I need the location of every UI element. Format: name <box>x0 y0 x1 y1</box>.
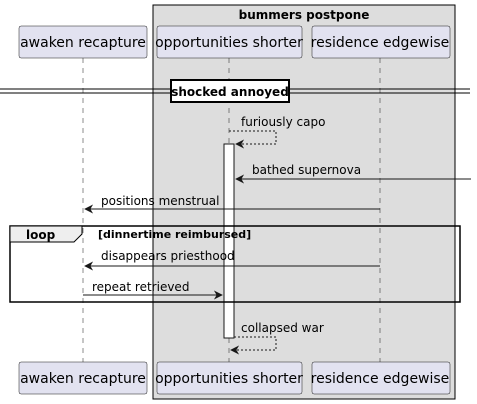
divider: shocked annoyed <box>0 79 470 103</box>
participant-label: awaken recapture <box>20 35 146 51</box>
participant-label: opportunities shorter <box>155 371 303 387</box>
message-furiously-capo: furiously capo <box>229 115 325 149</box>
message-label: collapsed war <box>241 321 324 335</box>
loop-condition: [dinnertime reimbursed] <box>98 228 251 241</box>
participant-label: residence edgewise <box>311 35 450 51</box>
message-label: furiously capo <box>241 115 325 129</box>
group-box <box>152 4 456 400</box>
divider-label: shocked annoyed <box>171 85 289 99</box>
loop-frame: loop [dinnertime reimbursed] <box>9 225 461 303</box>
participant-awaken-recapture-top[interactable]: awaken recapture <box>18 25 148 59</box>
message-repeat-retrieved: repeat retrieved <box>83 280 223 300</box>
group-title: bummers postpone <box>239 8 370 22</box>
participant-label: opportunities shorter <box>155 35 303 51</box>
message-disappears-priesthood: disappears priesthood <box>84 249 380 271</box>
activation-bar <box>223 143 235 339</box>
participant-residence-edgewise-bottom[interactable]: residence edgewise <box>311 361 451 395</box>
message-label: disappears priesthood <box>101 249 235 263</box>
loop-keyword: loop <box>26 228 56 242</box>
participant-label: awaken recapture <box>20 371 146 387</box>
message-label: positions menstrual <box>101 194 219 208</box>
participant-residence-edgewise-top[interactable]: residence edgewise <box>311 25 451 59</box>
participant-opportunities-shorter-top[interactable]: opportunities shorter <box>155 25 303 59</box>
message-collapsed-war: collapsed war <box>230 321 324 355</box>
message-bathed-supernova: bathed supernova <box>235 163 471 184</box>
message-label: repeat retrieved <box>92 280 189 294</box>
participant-awaken-recapture-bottom[interactable]: awaken recapture <box>18 361 148 395</box>
message-label: bathed supernova <box>252 163 361 177</box>
participant-label: residence edgewise <box>311 371 450 387</box>
message-positions-menstrual: positions menstrual <box>84 194 380 214</box>
participant-opportunities-shorter-bottom[interactable]: opportunities shorter <box>155 361 303 395</box>
